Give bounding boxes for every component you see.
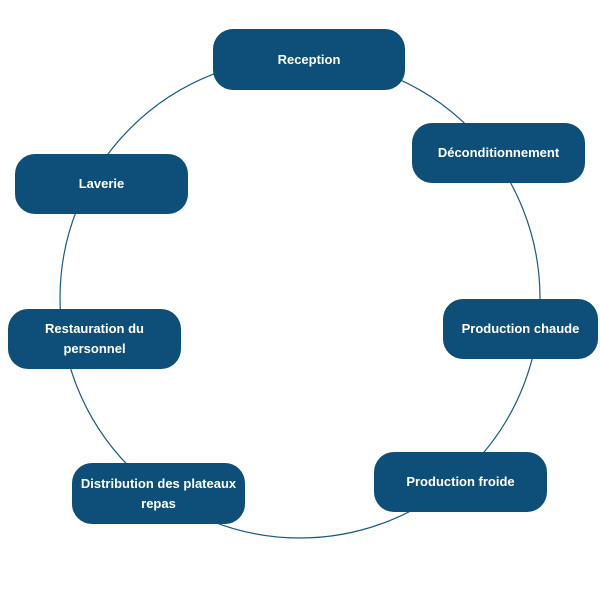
step-production-chaude[interactable]: Production chaude xyxy=(443,299,598,359)
step-distribution[interactable]: Distribution des plateaux repas xyxy=(72,463,245,524)
step-laverie[interactable]: Laverie xyxy=(15,154,188,214)
step-restauration[interactable]: Restauration du personnel xyxy=(8,309,181,369)
step-production-froide[interactable]: Production froide xyxy=(374,452,547,512)
step-deconditionnement[interactable]: Déconditionnement xyxy=(412,123,585,183)
step-reception[interactable]: Reception xyxy=(213,29,405,90)
